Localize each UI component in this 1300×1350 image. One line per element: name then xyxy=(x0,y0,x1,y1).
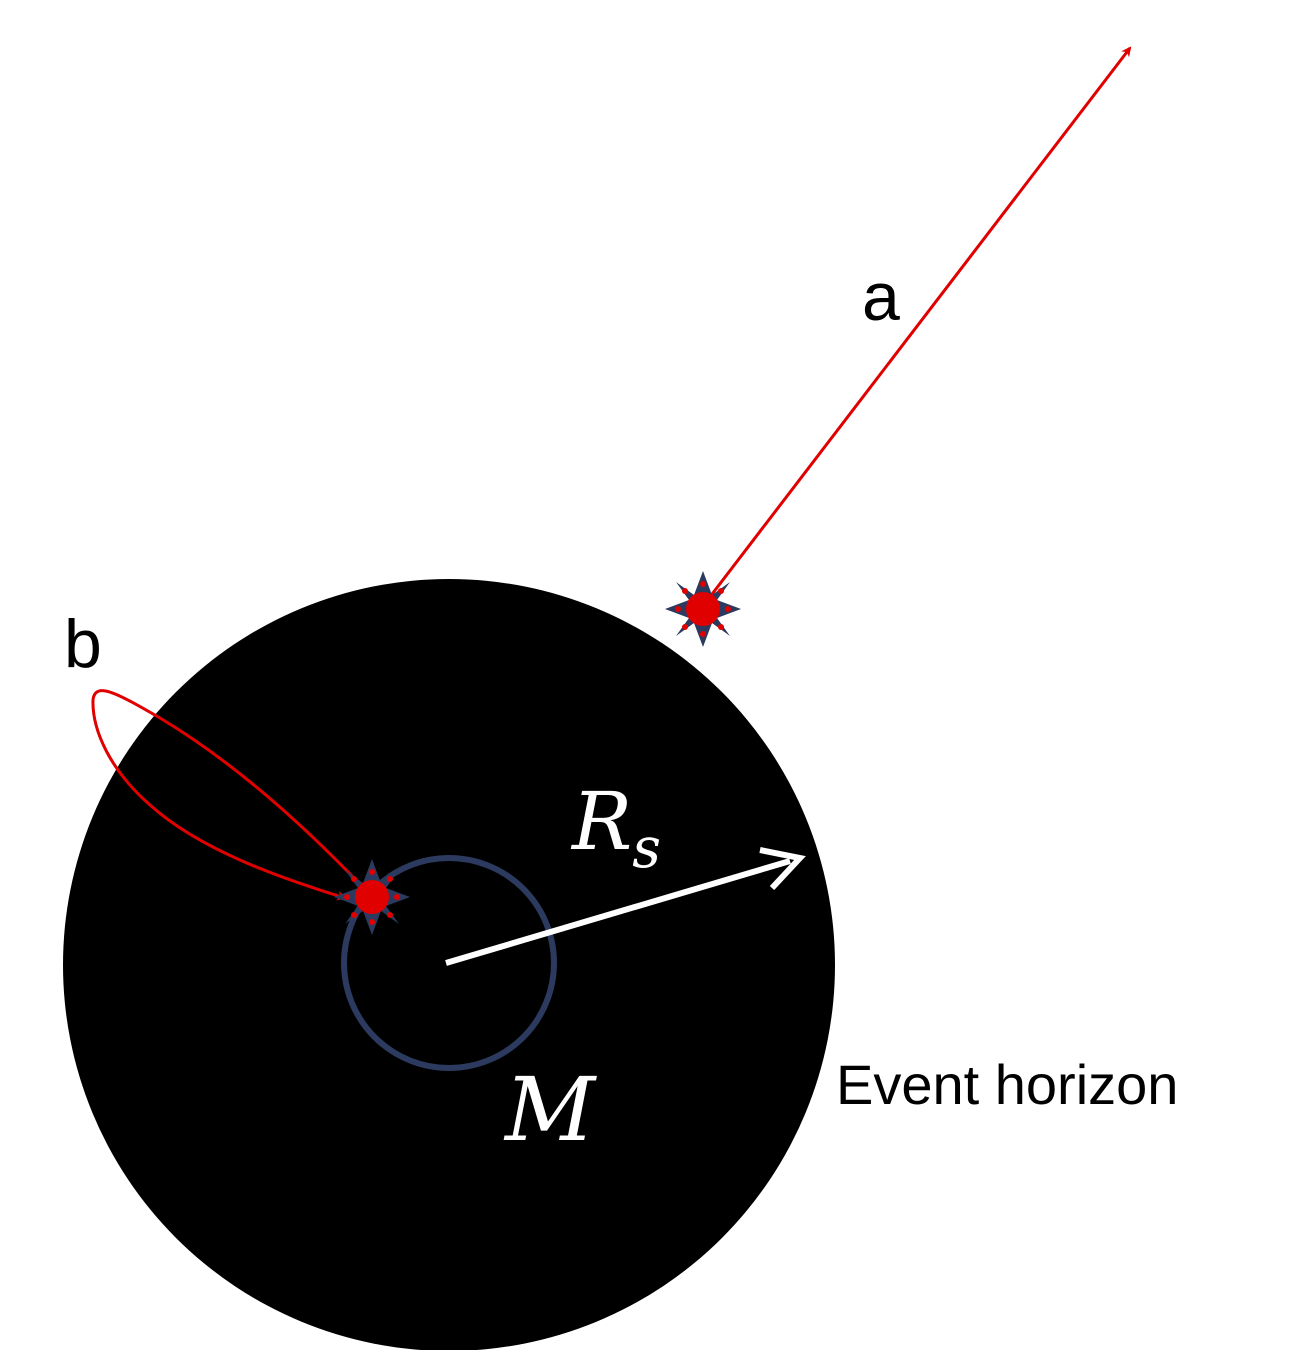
label-event-horizon: Event horizon xyxy=(836,1053,1179,1116)
label-mass: M xyxy=(505,1058,596,1161)
mass-ring xyxy=(341,855,557,1071)
label-b: b xyxy=(64,606,102,682)
emitter-star-icon xyxy=(334,859,410,935)
label-a: a xyxy=(862,259,900,335)
emitter-star-icon xyxy=(665,571,741,647)
trapped-path-b xyxy=(91,689,374,901)
rs-subscript: s xyxy=(632,816,661,881)
radius-arrow xyxy=(445,847,806,966)
rs-main: R xyxy=(572,775,633,868)
escape-path-a xyxy=(704,46,1132,603)
label-schwarzschild-radius: Rs xyxy=(572,775,661,881)
